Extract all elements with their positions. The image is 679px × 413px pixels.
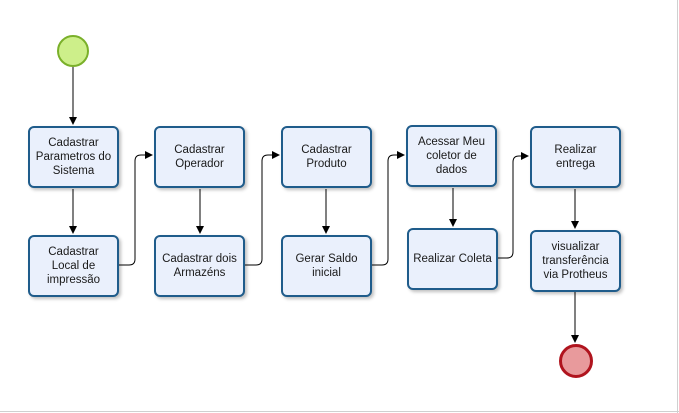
node-cadastrar-parametros: Cadastrar Parametros do Sistema <box>28 126 119 188</box>
node-label: Acessar Meu coletor de dados <box>417 136 486 176</box>
node-label: Cadastrar Operador <box>174 144 225 170</box>
node-cadastrar-local-impressao: Cadastrar Local de impressão <box>28 235 119 297</box>
node-label: Realizar entrega <box>554 144 597 170</box>
connector-local-to-operador <box>118 151 153 266</box>
connector-saldo-to-acessar <box>371 151 405 266</box>
node-cadastrar-produto: Cadastrar Produto <box>281 126 372 188</box>
node-realizar-coleta: Realizar Coleta <box>407 228 498 290</box>
node-label: Cadastrar Parametros do Sistema <box>35 137 112 177</box>
node-label: Realizar Coleta <box>413 253 492 265</box>
node-label: Cadastrar Produto <box>301 144 352 170</box>
node-cadastrar-operador: Cadastrar Operador <box>154 126 245 188</box>
node-label: visualizar transferência via Protheus <box>542 241 609 281</box>
start-event <box>57 35 89 67</box>
end-event <box>559 344 593 378</box>
node-label: Cadastrar Local de impressão <box>46 246 101 286</box>
node-label: Gerar Saldo inicial <box>295 253 358 279</box>
frame-border-right <box>677 0 678 413</box>
node-visualizar-transferencia: visualizar transferência via Protheus <box>530 230 621 292</box>
connector-armazens-to-produto <box>245 151 280 266</box>
node-realizar-entrega: Realizar entrega <box>530 126 621 188</box>
node-gerar-saldo-inicial: Gerar Saldo inicial <box>281 235 372 297</box>
node-cadastrar-armazens: Cadastrar dois Armazéns <box>154 235 245 297</box>
connector-coleta-to-entrega <box>498 152 529 259</box>
frame-border-bottom <box>0 411 679 412</box>
node-label: Cadastrar dois Armazéns <box>162 253 237 279</box>
node-acessar-coletor: Acessar Meu coletor de dados <box>406 125 497 187</box>
